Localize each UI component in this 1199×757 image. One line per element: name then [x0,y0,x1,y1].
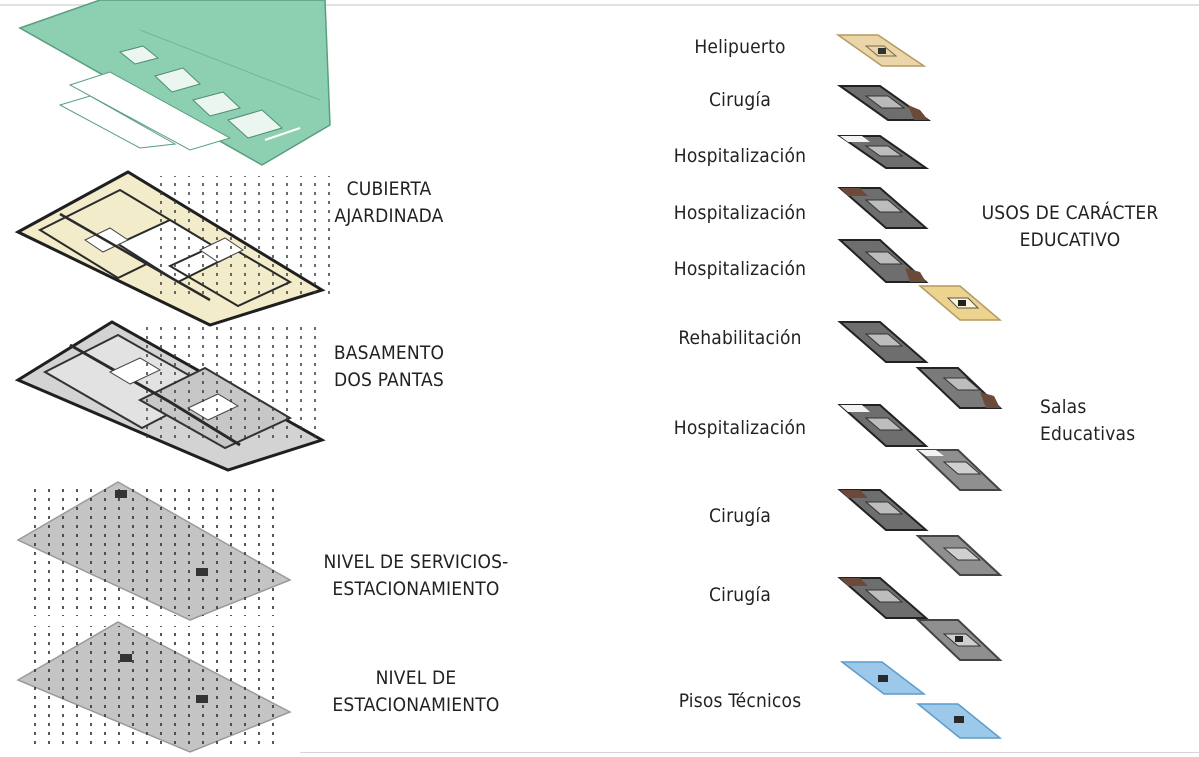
surgery-module-3 [837,577,929,619]
label-salas-educativas: Salas Educativas [1040,396,1136,445]
top-rule [0,4,1199,6]
service-parking-plate [16,481,292,621]
bottom-rule [300,752,1199,753]
label-use-cirugia-2: Cirugía [708,505,772,527]
base-two-floors-plate [14,320,326,472]
landscaped-deck-plate [14,170,330,327]
rehabilitation-module [837,321,929,363]
label-use-cirugia-3: Cirugía [708,584,772,606]
label-use-hospitalizacion-2: Hospitalización [673,202,807,224]
educational-room-module-3 [915,535,1003,576]
educational-room-module-4 [915,619,1003,661]
surgery-module-1 [836,85,932,121]
label-use-pisos-tecnicos: Pisos Técnicos [678,690,802,712]
label-nivel-estacionamiento: NIVEL DE ESTACIONAMIENTO [332,667,500,716]
educational-room-module-1 [915,367,1003,409]
green-roof-plate [18,0,331,166]
label-use-rehabilitacion: Rehabilitación [678,327,802,349]
label-cubierta-ajardinada: CUBIERTA AJARDINADA [334,178,444,227]
parking-plate [16,621,292,753]
educational-module-yellow [917,285,1003,321]
label-usos-caracter-educativo: USOS DE CARÁCTER EDUCATIVO [981,202,1159,251]
technical-floor-module-2 [915,703,1003,739]
label-use-cirugia-1: Cirugía [708,89,772,111]
educational-room-module-2 [915,449,1003,491]
label-use-helipuerto: Helipuerto [694,36,786,58]
technical-floor-module-1 [839,661,927,695]
hospitalization-module-2 [837,187,929,229]
hospitalization-module-3 [837,239,929,283]
surgery-module-2 [837,489,929,531]
hospitalization-module-1 [836,135,930,169]
label-use-hospitalizacion-3: Hospitalización [673,258,807,280]
label-use-hospitalizacion-4: Hospitalización [673,417,807,439]
heliport-module [835,34,927,67]
label-nivel-servicios: NIVEL DE SERVICIOS- ESTACIONAMIENTO [323,551,509,600]
hospitalization-module-4 [837,404,929,447]
label-use-hospitalizacion-1: Hospitalización [673,145,807,167]
label-basamento-dos-pantas: BASAMENTO DOS PANTAS [333,342,445,391]
